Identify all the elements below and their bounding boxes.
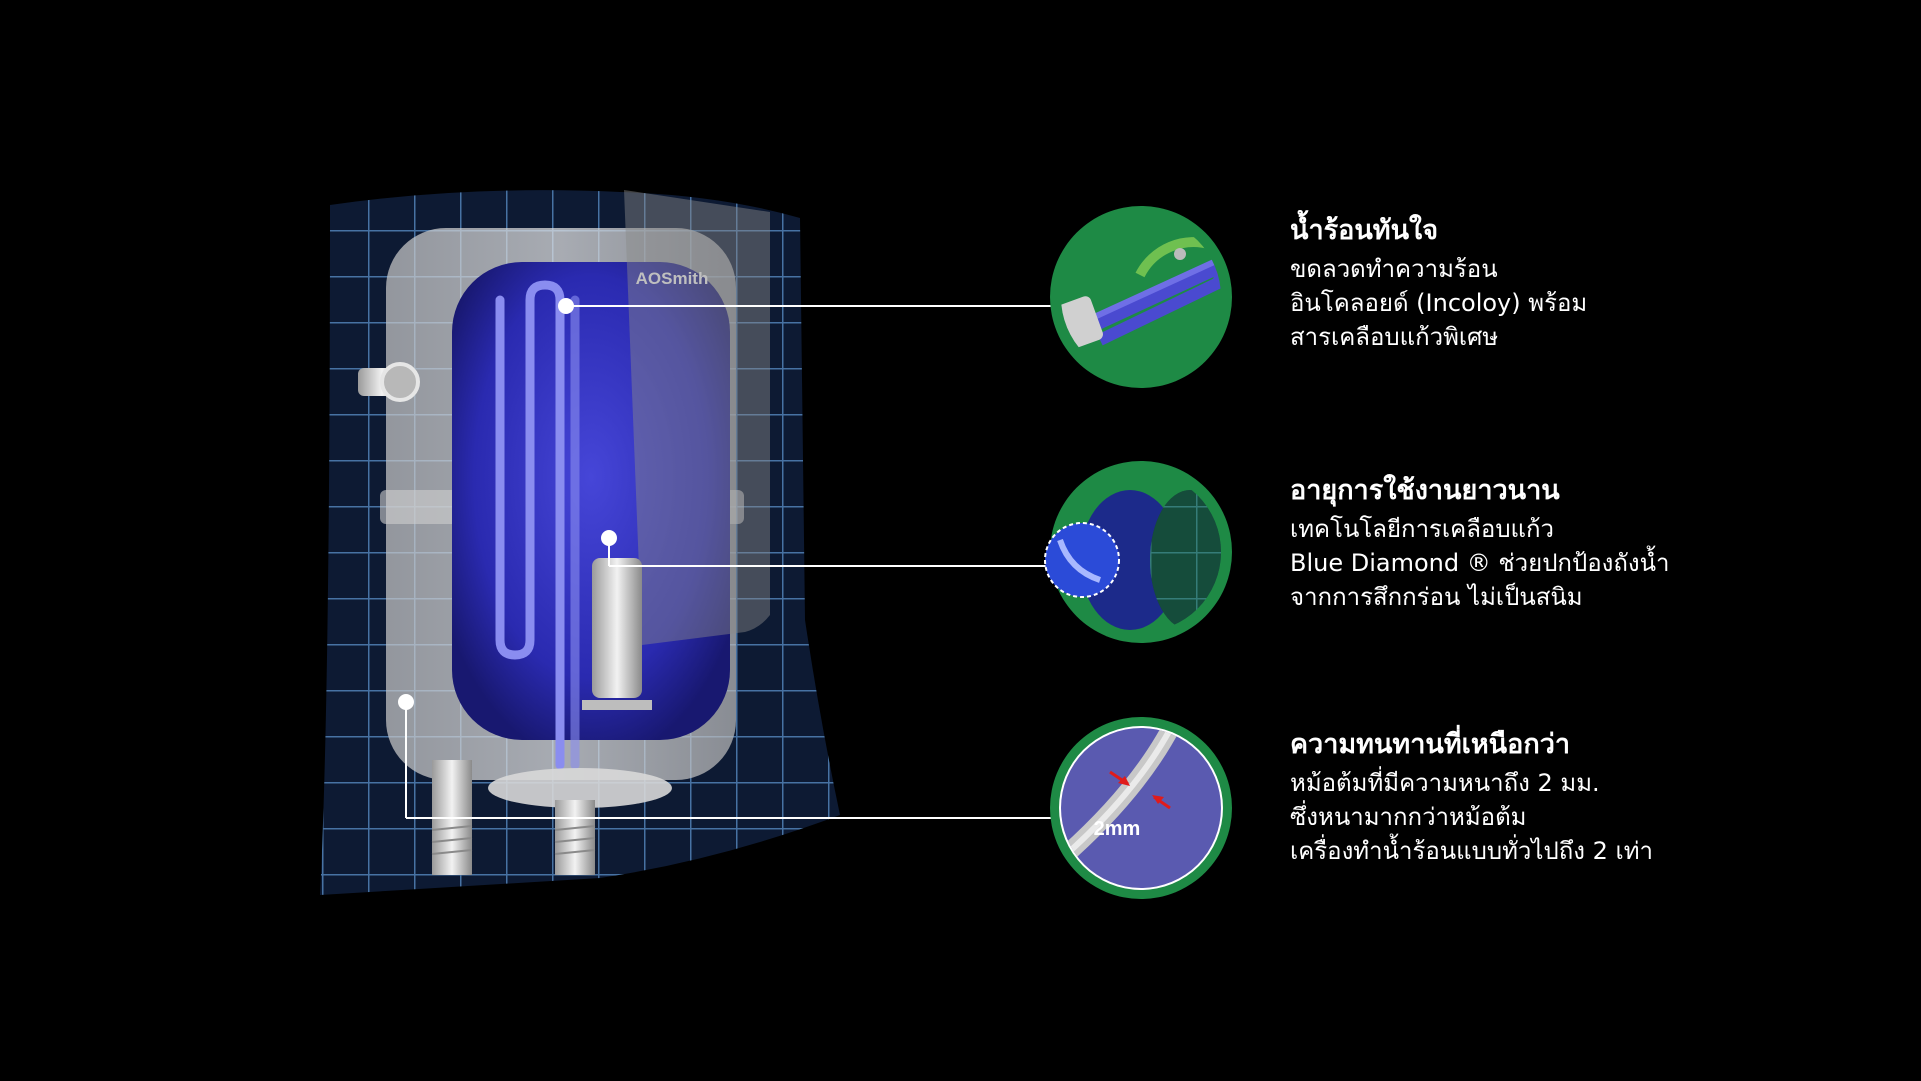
feature-description: ขดลวดทำความร้อน อินโคลอยด์ (Incoloy) พร้…	[1290, 255, 1588, 351]
brand-logo: AOSmith	[636, 269, 709, 288]
blue-diamond-coating-icon	[1044, 461, 1232, 643]
feature-title: น้ำร้อนทันใจ	[1290, 215, 1439, 246]
anode-rod	[592, 558, 642, 698]
heating-element	[495, 280, 580, 770]
thickness-label: 2mm	[1094, 818, 1141, 840]
side-valve	[358, 362, 420, 402]
feature-long-lifespan: อายุการใช้งานยาวนาน เทคโนโลยีการเคลือบแก…	[1290, 474, 1890, 614]
cover-panel	[624, 190, 770, 645]
inner-tank	[452, 262, 730, 740]
tank-thickness-icon: 2mm	[1050, 717, 1232, 899]
feature-description: หม้อต้มที่มีความหนาถึง 2 มม. ซึ่งหนามากก…	[1290, 769, 1653, 865]
outlet-pipe	[555, 800, 595, 875]
flange	[488, 768, 672, 808]
heating-element-icon	[1050, 206, 1232, 388]
feature-title: ความทนทานที่เหนือกว่า	[1290, 729, 1571, 760]
feature-description: เทคโนโลยีการเคลือบแก้ว Blue Diamond ® ช่…	[1290, 515, 1670, 611]
feature-durability: ความทนทานที่เหนือกว่า หม้อต้มที่มีความหน…	[1290, 728, 1890, 868]
feature-title: อายุการใช้งานยาวนาน	[1290, 475, 1560, 506]
feature-fast-hot-water: น้ำร้อนทันใจ ขดลวดทำความร้อน อินโคลอยด์ …	[1290, 214, 1890, 354]
